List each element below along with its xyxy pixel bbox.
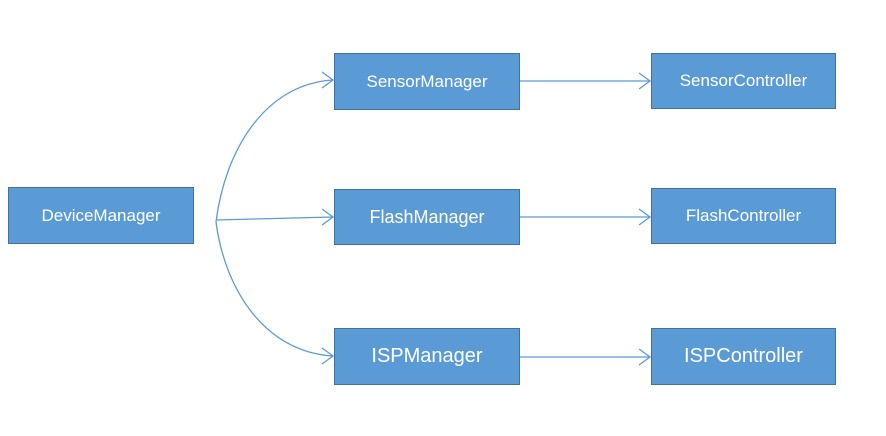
- arrowhead-isp-manager: [321, 347, 335, 365]
- flash-controller-label: FlashController: [685, 206, 802, 225]
- sensor-controller-label: SensorController: [679, 71, 808, 90]
- isp-manager-label: ISPManager: [371, 345, 483, 367]
- flash-manager-box: FlashManager: [334, 189, 520, 245]
- connector-device-to-isp-manager: [215, 221, 334, 357]
- sensor-manager-label: SensorManager: [366, 71, 488, 91]
- isp-controller-label: ISPController: [684, 345, 803, 367]
- connector-device-to-sensor-manager: [215, 79, 334, 223]
- sensor-controller-box: SensorController: [651, 53, 836, 109]
- arrowhead-isp-controller: [638, 348, 652, 366]
- flash-manager-label: FlashManager: [369, 206, 485, 227]
- arrowhead-sensor-manager: [321, 71, 335, 89]
- device-manager-label: DeviceManager: [41, 205, 161, 225]
- flash-controller-box: FlashController: [651, 188, 836, 244]
- arrowhead-flash-controller: [638, 208, 652, 226]
- isp-controller-box: ISPController: [651, 328, 836, 385]
- sensor-manager-box: SensorManager: [334, 53, 520, 110]
- connector-device-to-flash-manager: [215, 216, 334, 221]
- isp-manager-box: ISPManager: [334, 328, 520, 385]
- arrowhead-sensor-controller: [638, 72, 652, 90]
- arrowhead-flash-manager: [321, 208, 335, 226]
- device-manager-box: DeviceManager: [8, 187, 194, 244]
